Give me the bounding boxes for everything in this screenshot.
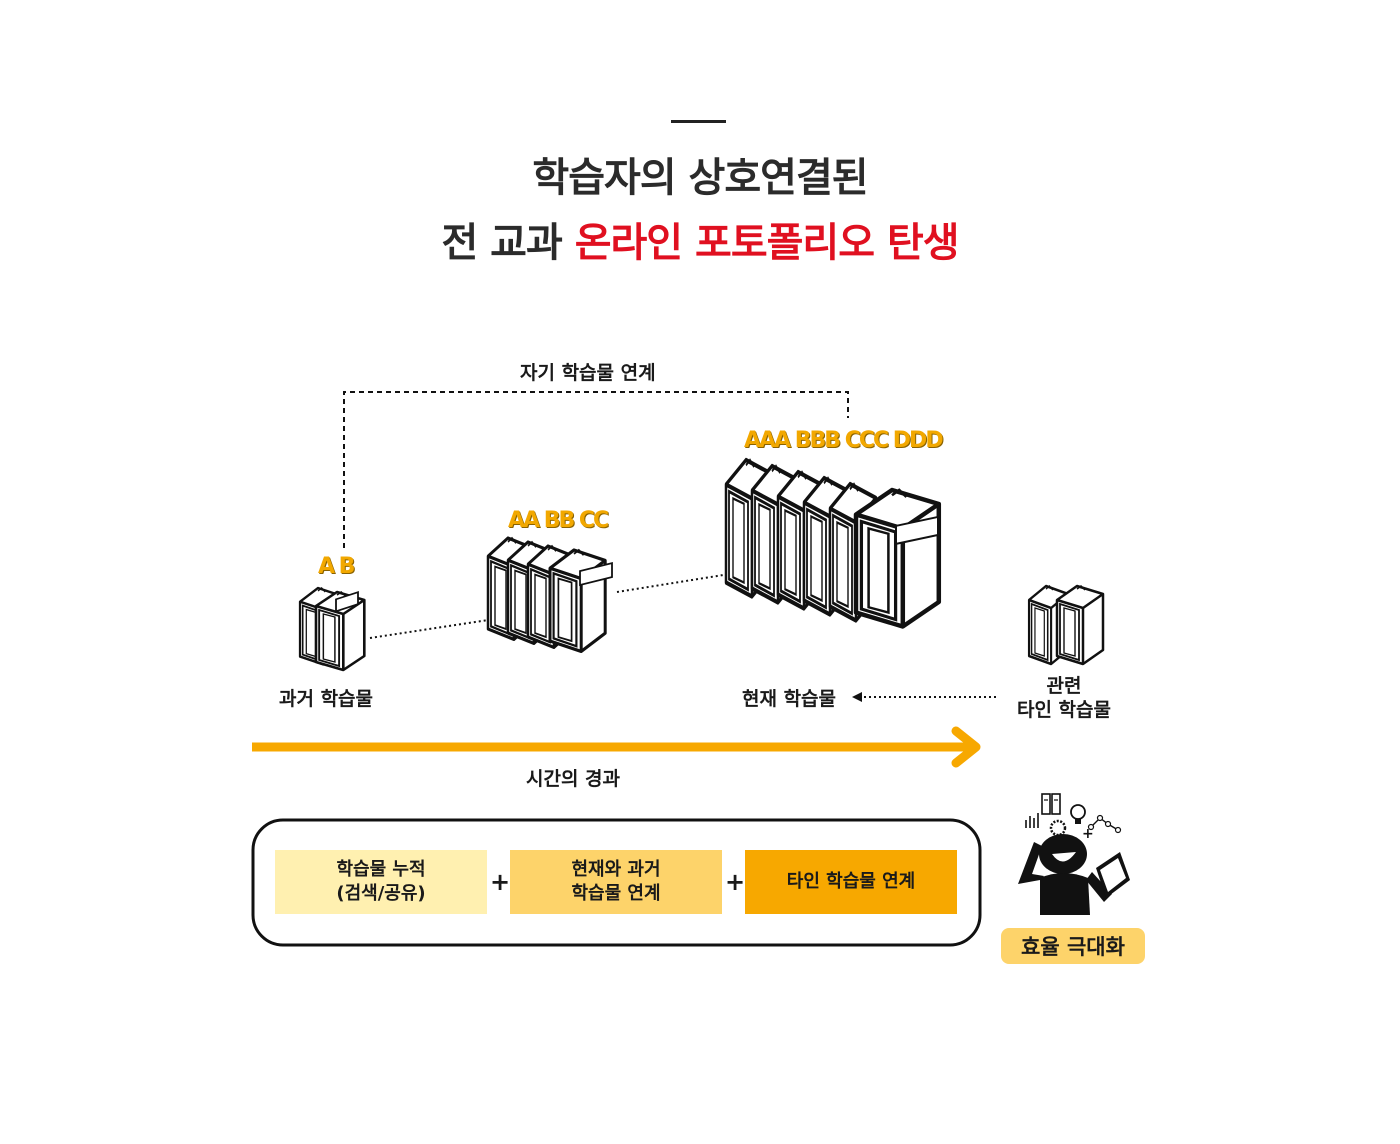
stack-medium-letters: AA BB CC	[508, 508, 609, 533]
book-stack-related-icon	[1027, 584, 1105, 666]
title-rule	[671, 120, 726, 123]
plus-sign-1: +	[490, 868, 511, 896]
stack-large-letters: AAA BBB CCC DDD	[744, 428, 944, 453]
past-works-label: 과거 학습물	[279, 688, 374, 710]
page-title-line1: 학습자의 상호연결된	[0, 145, 1400, 203]
self-link-label: 자기 학습물 연계	[520, 362, 656, 384]
page-title-line2: 전 교과 온라인 포토폴리오 탄생	[0, 210, 1400, 268]
box2-line1: 현재와 과거	[571, 859, 661, 880]
thinking-person-icon: +	[1018, 793, 1130, 915]
arrow-right-icon	[252, 726, 981, 768]
past-to-medium-connector	[369, 613, 510, 639]
summary-box-accumulate: 학습물 누적 (검색/공유)	[275, 850, 487, 914]
title-line1-text: 학습자의 상호연결된	[532, 155, 868, 201]
box1-line2: (검색/공유)	[336, 883, 426, 904]
svg-text:+: +	[1082, 826, 1094, 842]
title-line2-plain: 전 교과	[441, 220, 575, 266]
summary-box-link-past: 현재와 과거 학습물 연계	[510, 850, 722, 914]
box1-line1: 학습물 누적	[336, 859, 426, 880]
book-stack-large-icon	[726, 460, 939, 627]
related-label-line1: 관련	[1046, 675, 1082, 697]
related-works-label: 관련 타인 학습물	[1016, 674, 1112, 722]
plus-sign-2: +	[725, 868, 746, 896]
time-elapsed-label: 시간의 경과	[526, 768, 621, 790]
title-line2-highlight: 온라인 포토폴리오 탄생	[574, 220, 960, 266]
box3-text: 타인 학습물 연계	[786, 871, 916, 892]
related-label-line2: 타인 학습물	[1016, 699, 1111, 721]
self-link-connector	[343, 391, 849, 548]
current-works-label: 현재 학습물	[742, 688, 837, 710]
efficiency-badge: 효율 극대화	[1001, 928, 1145, 964]
stack-small-letters: A B	[318, 554, 355, 579]
summary-box-link-others: 타인 학습물 연계	[745, 850, 957, 914]
box2-line2: 학습물 연계	[571, 883, 661, 904]
book-stack-medium-icon	[486, 536, 613, 654]
book-stack-small-icon	[298, 586, 366, 672]
